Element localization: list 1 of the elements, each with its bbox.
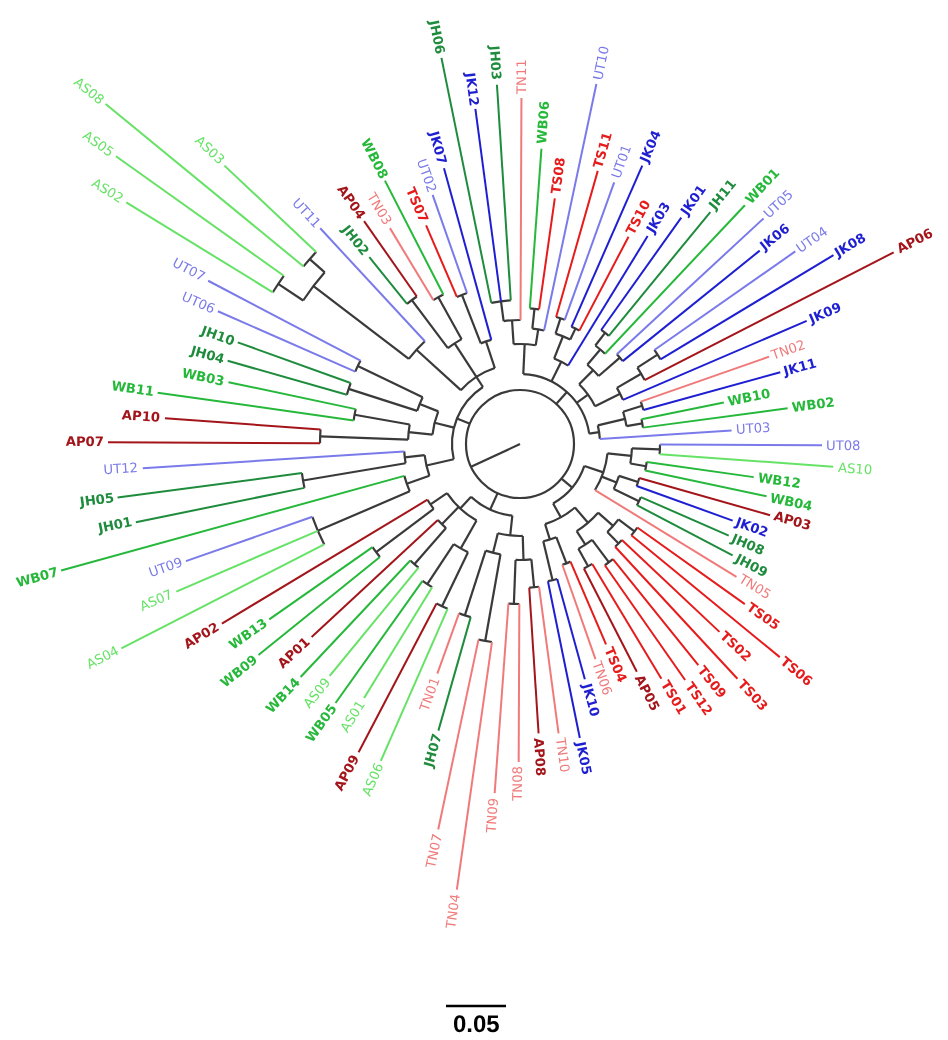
scale-bar-value: 0.05 [453, 1012, 500, 1038]
